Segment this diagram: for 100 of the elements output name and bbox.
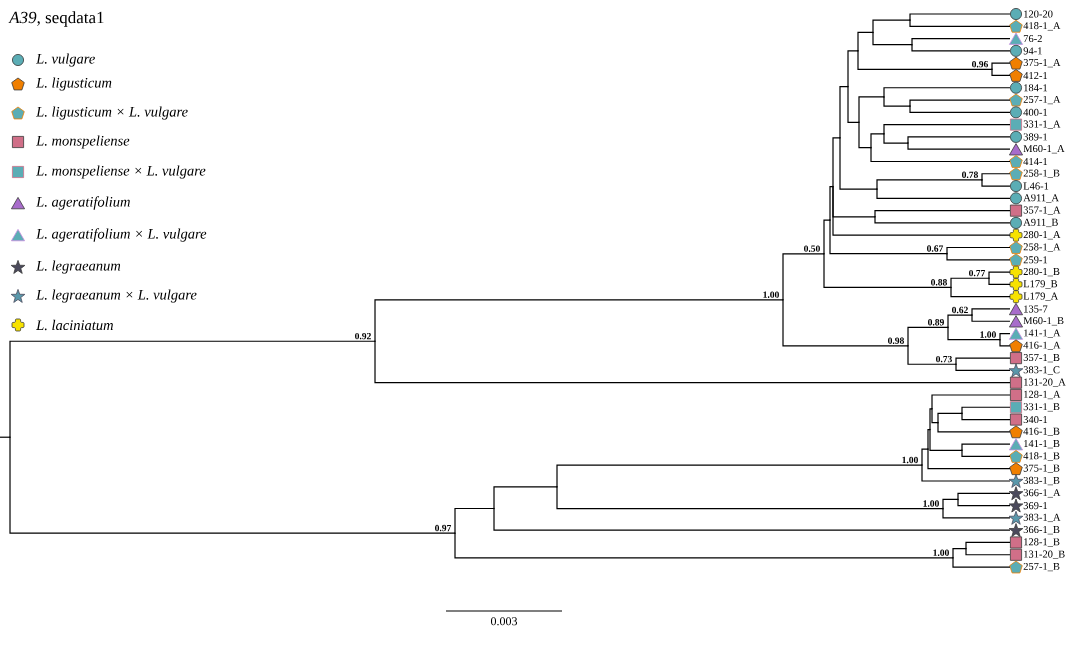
taxon-label: 416-1_A [1023,341,1061,350]
branch-line [937,412,963,424]
branch-line [927,448,1011,470]
branch-line [907,136,1011,144]
branch-line [909,99,1011,107]
branch-line [961,412,1011,421]
branch-line [857,50,993,70]
branch-line [847,86,860,123]
branch-line [876,179,983,190]
branch-line [952,557,1011,568]
taxon-label: 383-1_B [1023,476,1060,486]
taxon-label: 280-1_B [1023,267,1060,277]
legend-label: L. monspeliense × L. vulgare [36,165,206,179]
branch-line [909,19,1011,27]
branch-line [847,50,859,88]
taxon-label: 141-1_A [1024,329,1061,338]
branch-line [921,464,1011,482]
branch-line [988,271,1011,279]
taxon-label: 369-1 [1023,502,1048,510]
taxon-label: 412-1 [1023,72,1048,79]
branch-line [961,406,1011,414]
branch-line [832,185,1011,236]
taxon-label: 357-1_B [1023,353,1060,363]
taxon-label: 120-20 [1024,10,1053,18]
branch-line [9,340,376,438]
branch-line [921,448,929,466]
taxon-label: 375-1_A [1023,59,1061,68]
branch-line [965,541,1011,550]
branch-line [9,436,456,534]
branch-line [883,87,1011,98]
taxon-label: 414-1 [1023,158,1048,165]
branch-line [957,498,1011,507]
legend-label: L. ageratifolium [36,196,130,210]
branch-line [950,286,1011,298]
taxon-label: 258-1_A [1023,243,1061,252]
branch-line [961,443,1011,451]
branch-line [981,179,1011,187]
branch-line [782,253,825,301]
branch-line [971,308,1011,316]
legend-label: L. legraeanum [36,260,121,274]
taxon-label: 184-1 [1024,84,1048,92]
branch-line [883,124,1011,135]
branch-line [493,507,1011,531]
support-value: 0.50 [804,245,820,252]
taxon-label: 416-1_B [1023,427,1060,436]
taxon-label: M60-1_A [1023,145,1065,154]
taxon-label: 418-1_B [1023,452,1060,461]
taxon-label: 383-1_C [1023,366,1060,375]
taxon-label: 141-1_B [1024,440,1060,449]
support-value: 0.77 [969,269,986,277]
branch-line [957,492,1011,501]
taxon-label: A911_A [1023,194,1059,203]
branch-line [454,507,495,534]
taxon-label: 128-1_A [1024,390,1061,400]
taxon-label: 375-1_B [1023,464,1060,473]
branch-line [937,422,1011,433]
branch-line [454,532,954,559]
support-value: 1.00 [933,549,949,556]
branch-line [858,96,885,123]
support-value: 1.00 [902,456,918,464]
title: A39, seqdata1 [8,11,104,27]
branch-line [946,253,1011,261]
branch-line [872,31,913,46]
branch-line [909,13,1011,21]
taxon-label: 128-1_B [1024,538,1060,547]
branch-line [931,394,1011,410]
taxon-label: 418-1_A [1023,22,1061,31]
branch-line [942,508,1011,519]
support-value: 0.92 [355,332,371,340]
branch-line [950,277,990,289]
taxon-label: 389-1 [1023,133,1048,141]
branch-line [870,147,1011,163]
legend-label: L. ligusticum [36,77,112,91]
legend-label: L. ligusticum × L. vulgare [36,106,188,120]
branch-line [782,299,909,347]
branch-line [839,137,878,190]
taxon-label: 383-1_A [1023,513,1061,523]
branch-line [991,62,1011,70]
taxon-label: 331-1_A [1023,120,1061,129]
branch-line [872,19,911,34]
branch-line [839,86,849,139]
branch-line [907,326,949,347]
taxon-label: 357-1_A [1023,206,1061,215]
branch-line [931,408,939,424]
taxon-label: 366-1_A [1023,489,1061,498]
branch-line [907,345,957,365]
branch-line [823,253,952,289]
branch-line [858,121,872,149]
branch-line [946,246,1011,255]
branch-line [374,340,1011,384]
branch-line [991,68,1011,77]
branch-line [556,464,923,488]
support-value: 0.96 [972,60,988,68]
taxon-label: L179_B [1023,280,1058,289]
support-value: 0.98 [888,337,904,344]
taxon-label: L179_A [1023,292,1059,301]
support-value: 0.89 [928,319,944,326]
branch-line [876,188,1011,199]
branch-line [874,216,1011,224]
support-value: 0.73 [936,355,952,363]
